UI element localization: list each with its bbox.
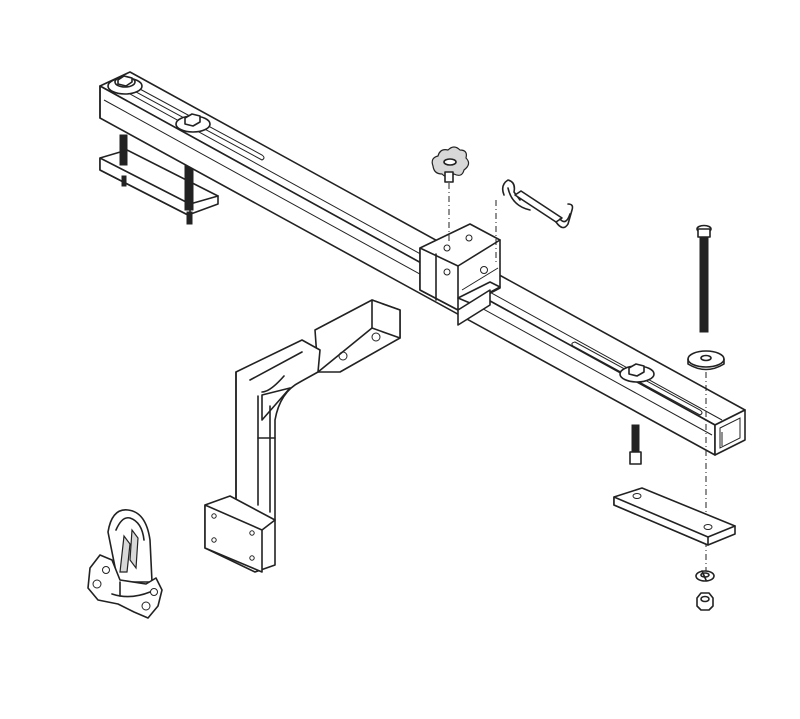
right-clamp-plate <box>613 487 736 546</box>
right-mounting-bolt <box>619 363 655 465</box>
long-bolt <box>696 224 712 333</box>
left-mounting-bolt-outer-shank <box>119 134 128 187</box>
hitch-pin <box>501 179 574 229</box>
lock-washer <box>695 570 715 582</box>
left-mounting-bolt-inner-shank <box>184 164 194 225</box>
center-sleeve-bracket <box>419 223 501 326</box>
left-mounting-bolt-inner <box>175 113 211 133</box>
flat-washer <box>687 350 725 371</box>
star-knob <box>431 146 470 183</box>
left-mounting-bolt-outer <box>107 75 143 95</box>
drop-arm-bracket <box>204 299 401 573</box>
lock-bracket-plate <box>87 509 163 619</box>
hex-nut <box>696 592 714 611</box>
